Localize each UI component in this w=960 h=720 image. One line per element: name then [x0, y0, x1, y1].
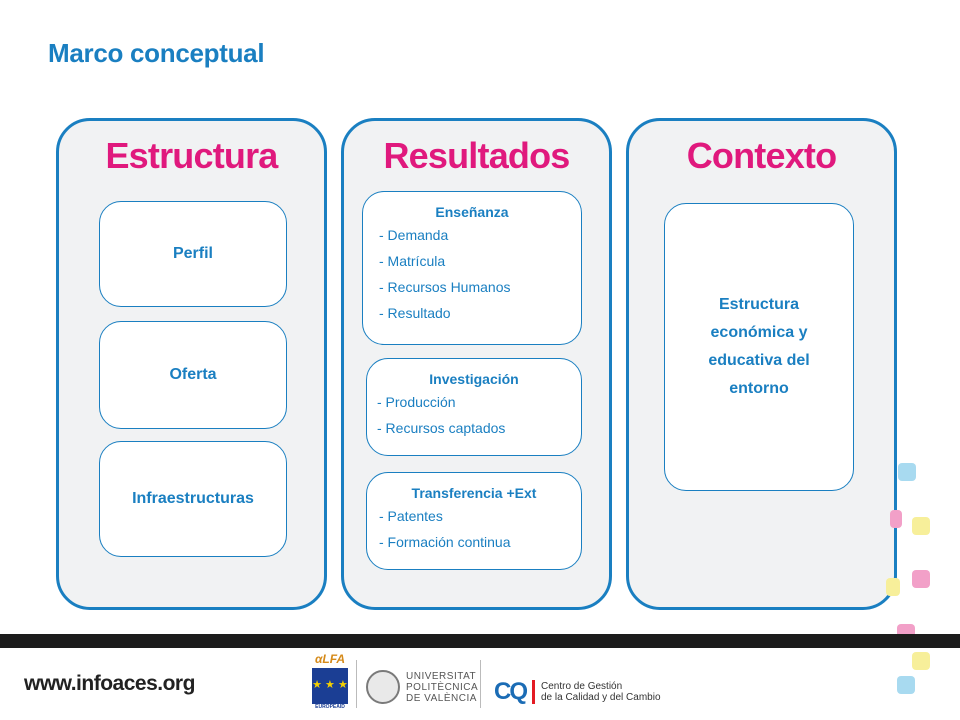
decor-square — [912, 570, 930, 588]
box-heading: Enseñanza — [435, 204, 509, 220]
box-estructura-economica: Estructura económica y educativa del ent… — [664, 203, 854, 491]
list-item: - Producción — [377, 394, 456, 410]
list-item: - Demanda — [379, 227, 449, 243]
list-item: - Formación continua — [379, 534, 511, 550]
column-title: Estructura — [105, 135, 278, 176]
divider — [480, 660, 481, 708]
list-item: - Matrícula — [379, 253, 446, 269]
text-line: Estructura — [718, 296, 800, 313]
decor-square — [898, 463, 916, 481]
column-title: Contexto — [686, 135, 837, 176]
upv-line: UNIVERSITAT — [406, 670, 477, 682]
item-list: - Producción - Recursos captados — [377, 389, 581, 441]
text-line: entorno — [729, 380, 789, 397]
cq-bar — [532, 680, 535, 704]
box-transferencia: Transferencia +Ext - Patentes - Formació… — [366, 472, 582, 570]
list-item: - Resultado — [379, 305, 451, 321]
cq-logo: CQ Centro de Gestión de la Calidad y del… — [494, 678, 661, 706]
box-ensenanza: Enseñanza - Demanda - Matrícula - Recurs… — [362, 191, 582, 345]
decor-square — [897, 676, 915, 694]
upv-line: POLITÈCNICA — [406, 681, 479, 693]
list-item: - Recursos Humanos — [379, 279, 511, 295]
column-resultados: Resultados Enseñanza - Demanda - Matrícu… — [341, 118, 612, 610]
item-list: - Patentes - Formación continua — [379, 503, 581, 555]
eu-flag-icon: ★ ★ ★ — [312, 668, 348, 704]
box-perfil: Perfil — [99, 201, 287, 307]
box-heading: Investigación — [429, 371, 519, 387]
column-title: Resultados — [383, 135, 570, 176]
box-heading: Transferencia +Ext — [411, 485, 537, 501]
cq-line: Centro de Gestión — [541, 681, 623, 692]
upv-seal-icon — [366, 670, 400, 704]
upv-logo: UNIVERSITAT POLITÈCNICA DE VALÈNCIA — [366, 670, 478, 704]
upv-text: UNIVERSITAT POLITÈCNICA DE VALÈNCIA — [406, 671, 478, 704]
list-item: - Patentes — [379, 508, 443, 524]
footer-url[interactable]: www.infoaces.org — [24, 672, 195, 695]
box-investigacion: Investigación - Producción - Recursos ca… — [366, 358, 582, 456]
divider — [356, 660, 357, 708]
box-text: Estructura económica y educativa del ent… — [694, 291, 823, 403]
cq-line: de la Calidad y del Cambio — [541, 692, 661, 703]
box-oferta: Oferta — [99, 321, 287, 429]
footer-bar — [0, 634, 960, 648]
decor-square — [912, 652, 930, 670]
column-estructura: Estructura Perfil Oferta Infraestructura… — [56, 118, 327, 610]
decor-square — [890, 510, 902, 528]
decor-square — [912, 517, 930, 535]
cq-text: Centro de Gestión de la Calidad y del Ca… — [541, 681, 661, 703]
text-line: educativa del — [708, 352, 810, 369]
decor-square — [886, 578, 900, 596]
europeaid-text: EUROPEAID — [315, 704, 345, 710]
box-infraestructuras: Infraestructuras — [99, 441, 287, 557]
item-list: - Demanda - Matrícula - Recursos Humanos… — [379, 222, 581, 326]
list-item: - Recursos captados — [377, 420, 506, 436]
alfa-europeaid-logo: αLFA ★ ★ ★ EUROPEAID — [310, 652, 350, 710]
text-line: económica y — [710, 324, 808, 341]
upv-line: DE VALÈNCIA — [406, 692, 477, 704]
column-contexto: Contexto Estructura económica y educativ… — [626, 118, 897, 610]
cq-mark: CQ — [494, 678, 528, 705]
slide-title: Marco conceptual — [48, 38, 265, 68]
alfa-logo-text: αLFA — [314, 652, 346, 666]
